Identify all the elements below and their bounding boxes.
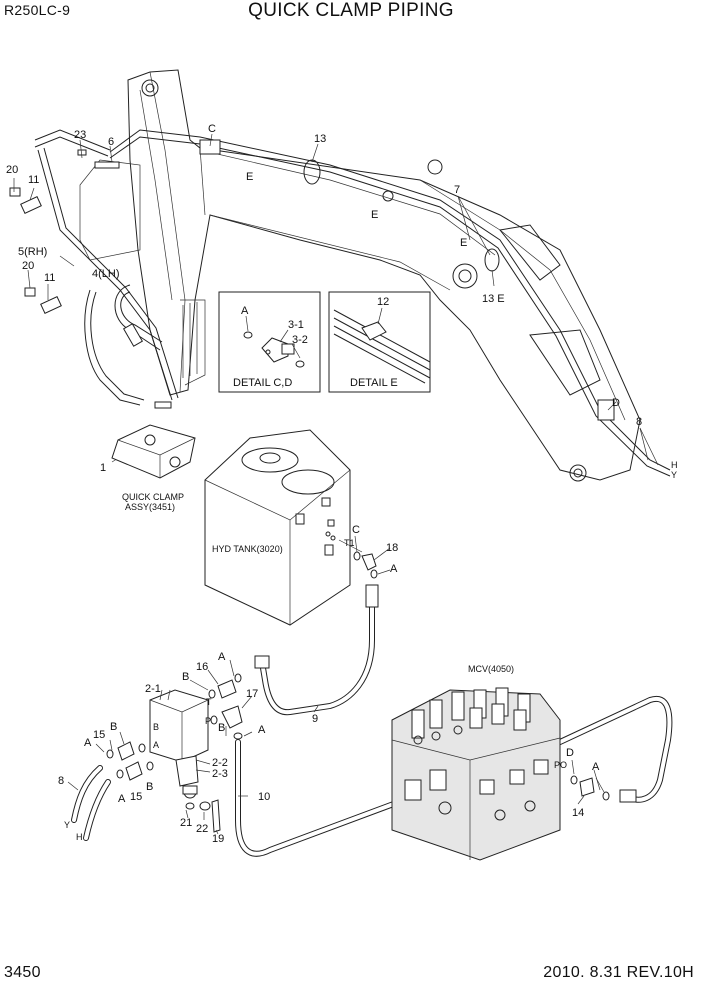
quick-clamp-label-2: ASSY(3451) (125, 502, 175, 512)
callout-4lh: 4(LH) (92, 268, 120, 280)
callout-15a: 15 (93, 729, 105, 741)
mcv-label: MCV(4050) (468, 664, 514, 674)
callout-1: 1 (100, 462, 106, 474)
callout-b17: B (218, 722, 225, 734)
callout-11a: 11 (28, 174, 39, 186)
callout-a16: A (218, 651, 226, 663)
lower-leader-lines (95, 659, 601, 835)
valve-block-drawing (106, 673, 243, 833)
hyd-tank-drawing (204, 429, 391, 626)
hyd-tank-label: HYD TANK(3020) (212, 544, 283, 554)
callout-20b: 20 (22, 260, 34, 272)
callout-c-top: C (208, 123, 216, 135)
callout-8-top: 8 (636, 416, 642, 428)
callout-y-bot: Y (64, 820, 70, 830)
hose-8-bottom (67, 765, 111, 841)
callout-9: 9 (312, 713, 318, 725)
port-t: T (206, 697, 212, 707)
tank-port-t1: T1 (344, 538, 355, 548)
callout-5rh: 5(RH) (18, 246, 47, 258)
callout-2-1: 2-1 (145, 683, 161, 695)
callout-c-tank: C (352, 524, 360, 536)
boom-arm-drawing (9, 69, 671, 482)
callout-19: 19 (212, 833, 224, 845)
quick-clamp-assy-drawing (111, 424, 196, 479)
detail-e-box (328, 291, 431, 393)
callout-a-bot: A (118, 793, 126, 805)
callout-16: 16 (196, 661, 208, 673)
callout-po: PO (554, 760, 567, 770)
boom-leader-lines (13, 133, 659, 466)
callout-22: 22 (196, 823, 208, 835)
callout-h-top: H (671, 460, 678, 470)
callout-23: 23 (74, 129, 86, 141)
callout-y-top: Y (671, 470, 677, 480)
model-code: R250LC-9 (4, 2, 71, 18)
callout-a-mcv: A (592, 761, 600, 773)
callout-21: 21 (180, 817, 192, 829)
callout-labels: 23 6 C 13 20 11 E E 7 E 5(RH) 20 4(LH) 1… (6, 123, 678, 845)
callout-a-tank: A (390, 563, 398, 575)
callout-18: 18 (386, 542, 398, 554)
callout-e2: E (371, 209, 378, 221)
callout-a17: A (258, 724, 266, 736)
callout-6: 6 (108, 136, 114, 148)
callout-b15a: B (110, 721, 117, 733)
detail-e-12: 12 (377, 296, 389, 308)
callout-e1: E (246, 171, 253, 183)
callout-20a: 20 (6, 164, 18, 176)
detail-cd-a: A (241, 305, 249, 317)
revision-date: 2010. 8.31 REV.10H (543, 964, 694, 981)
page-title: QUICK CLAMP PIPING (248, 0, 454, 21)
callout-e3: E (460, 237, 467, 249)
port-p: P (205, 716, 211, 726)
port-b: B (153, 722, 159, 732)
callout-17: 17 (246, 688, 258, 700)
hose-9 (254, 584, 379, 716)
detail-cd-title: DETAIL C,D (233, 377, 292, 389)
callout-d-top: D (612, 397, 620, 409)
detail-e-title: DETAIL E (350, 377, 398, 389)
mcv-drawing (391, 687, 561, 861)
quick-clamp-label-1: QUICK CLAMP (122, 492, 184, 502)
callout-8-bot: 8 (58, 775, 64, 787)
callout-13e: 13 E (482, 293, 505, 305)
callout-2-3: 2-3 (212, 768, 228, 780)
callout-b-bot: B (146, 781, 153, 793)
hose-10 (235, 695, 673, 857)
callout-10: 10 (258, 791, 270, 803)
callout-d-mcv: D (566, 747, 574, 759)
detail-cd-box (218, 291, 321, 393)
port-a: A (153, 740, 159, 750)
callout-15b: 15 (130, 791, 142, 803)
detail-cd-3-2: 3-2 (292, 334, 308, 346)
callout-h-bot: H (76, 832, 83, 842)
callout-14: 14 (572, 807, 584, 819)
callout-11b: 11 (44, 272, 55, 284)
callout-13: 13 (314, 133, 326, 145)
callout-7: 7 (454, 184, 460, 196)
callout-2-2: 2-2 (212, 757, 228, 769)
callout-a15a: A (84, 737, 92, 749)
detail-cd-3-1: 3-1 (288, 319, 304, 331)
page-number: 3450 (4, 964, 41, 981)
callout-b16: B (182, 671, 189, 683)
